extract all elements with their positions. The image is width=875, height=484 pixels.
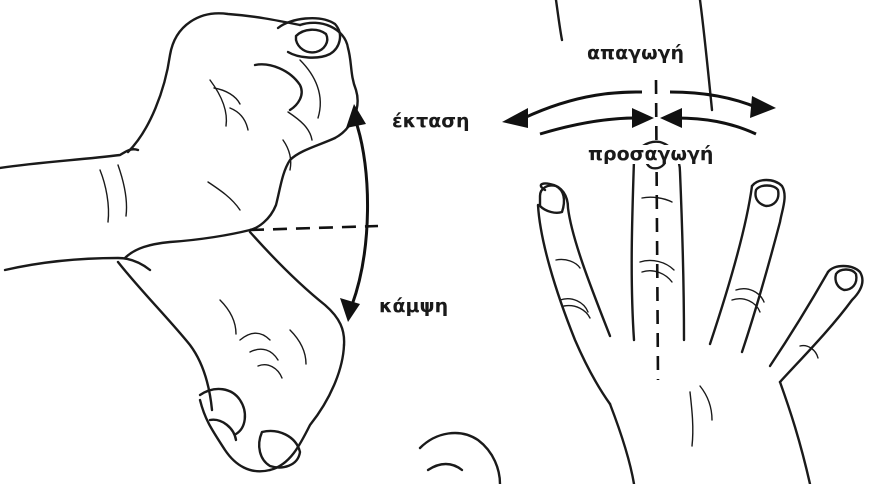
abduction-left-arrowhead [502,108,528,128]
adduction-arrow [540,108,756,134]
flexion-arrowhead [340,298,360,322]
wrist-axis-line [250,226,378,230]
open-hand-drawing [420,142,862,484]
flexed-hand-drawing [118,232,344,471]
wrist-extension-flexion-figure [0,13,378,471]
finger-abduction-adduction-figure [420,0,862,484]
adduction-label: προσαγωγή [586,145,715,164]
extended-hand-drawing [125,13,358,258]
adduction-left-arrowhead [632,108,654,128]
extension-flexion-arrow [340,104,368,322]
extension-arrowhead [346,104,366,128]
abduction-label: απαγωγή [585,44,686,63]
adduction-right-arrowhead [660,108,682,128]
abduction-right-arrowhead [750,96,776,118]
middle-finger-axis-line [656,80,658,380]
forearm-drawing [0,149,150,270]
extension-label: έκταση [392,112,470,131]
flexion-label: κάμψη [379,297,448,316]
